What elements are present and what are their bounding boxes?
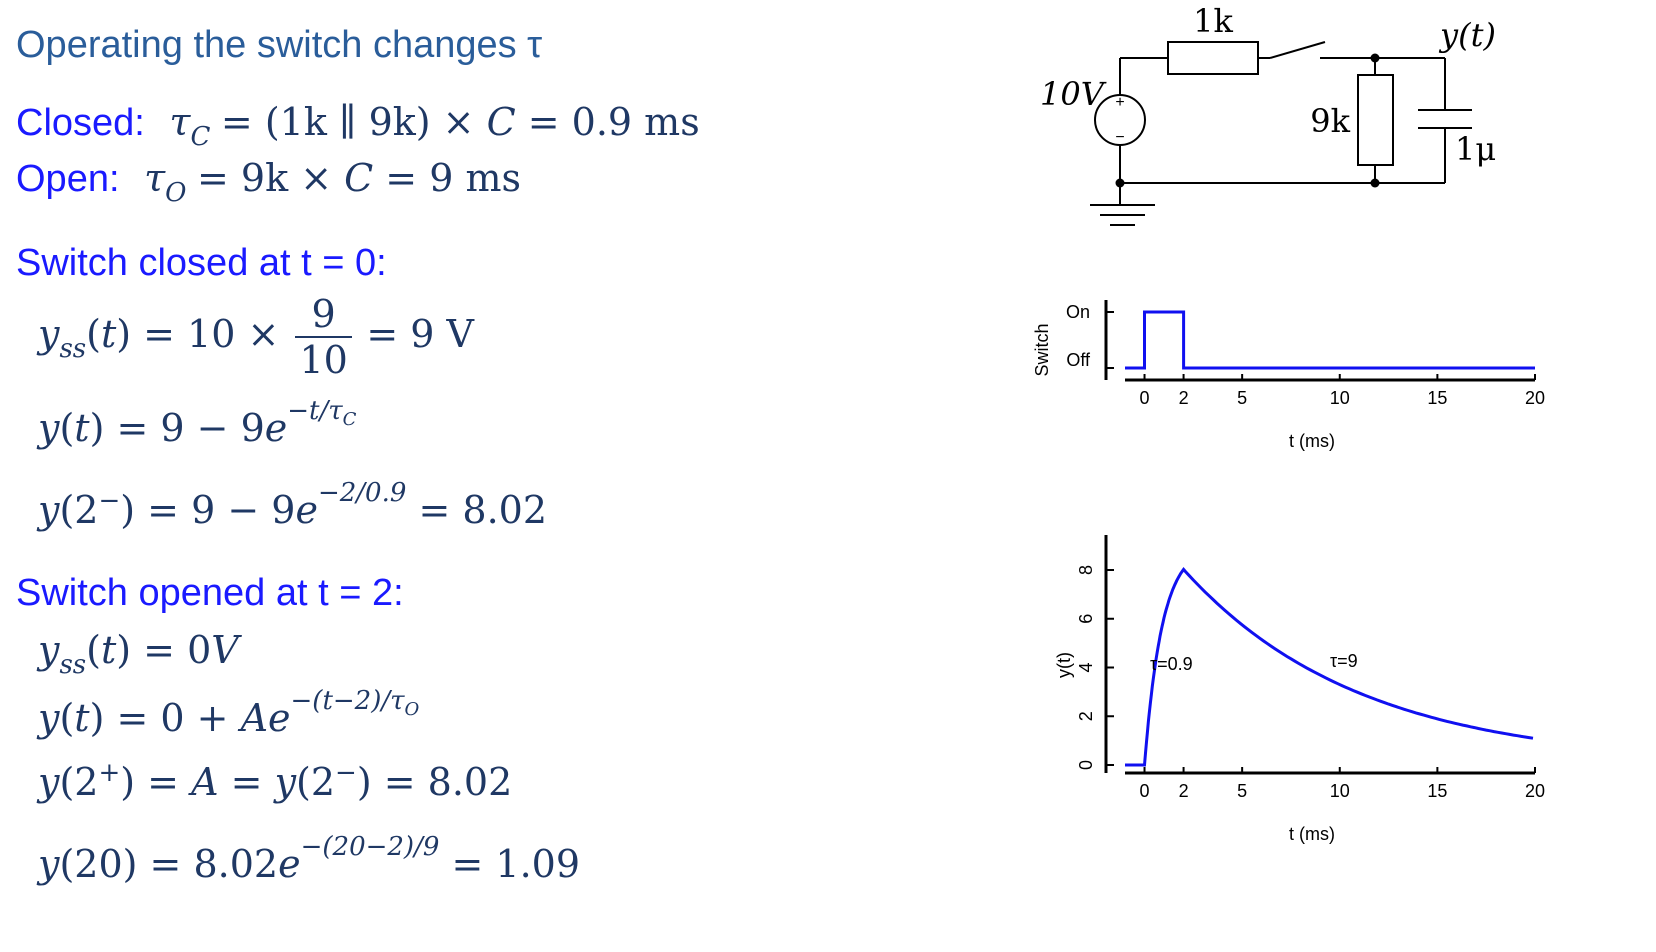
closed-tau-equation: τC = (1k ∥ 9k) × C = 0.9 ms	[169, 100, 700, 152]
response-y-tick-label: 2	[1076, 711, 1096, 721]
voltage-source	[1094, 94, 1146, 146]
y-open-equation: y(t) = 0 + Ae−(t−2)/τO	[38, 686, 420, 740]
closed-heading: Switch closed at t = 0:	[16, 242, 387, 285]
response-x-tick-label: 15	[1427, 781, 1447, 801]
resistor-1k	[1167, 41, 1259, 75]
tau-open-annotation: τ=9	[1330, 651, 1358, 671]
y-20-equation: y(20) = 8.02e−(20−2)/9 = 1.09	[38, 832, 580, 886]
switch-y-tick-label: Off	[1066, 350, 1091, 370]
tau-closed-annotation: τ=0.9	[1150, 654, 1193, 674]
open-tau-line: Open: τO = 9k × C = 9 ms	[16, 156, 522, 208]
closed-label: Closed:	[16, 102, 145, 144]
switch-series-line	[1125, 310, 1535, 370]
opened-heading-text: Switch opened at t = 2:	[16, 572, 404, 614]
response-y-tick-label: 6	[1076, 614, 1096, 624]
response-x-tick-label: 5	[1237, 781, 1247, 801]
open-label: Open:	[16, 158, 120, 200]
switch	[1269, 41, 1326, 59]
output-response-chart: 0 2 4 6 8 y(t) 0 2 5 10 15 20 t (ms) τ=0.9 τ=9	[1054, 535, 1545, 844]
switch-x-tick-label: 2	[1179, 388, 1189, 408]
response-y-label: y(t)	[1054, 652, 1074, 678]
open-tau-equation: τO = 9k × C = 9 ms	[144, 156, 522, 208]
output-label: y(t)	[1438, 16, 1496, 54]
page-title: Operating the switch changes τ	[16, 24, 542, 67]
circuit-diagram: + − 10V 1k 9k 1μ y(t)	[1040, 2, 1496, 226]
switch-x-tick-label: 0	[1140, 388, 1150, 408]
switch-y-tick-label: On	[1066, 302, 1090, 322]
switch-x-tick-label: 5	[1237, 388, 1247, 408]
closed-heading-text: Switch closed at t = 0:	[16, 242, 387, 284]
source-label: 10V	[1040, 75, 1107, 113]
resistor-1k-label: 1k	[1193, 2, 1233, 40]
switch-x-tick-label: 10	[1330, 388, 1350, 408]
resistor-9k-label: 9k	[1310, 102, 1350, 140]
y-2minus-equation: y(2−) = 9 − 9e−2/0.9 = 8.02	[38, 478, 548, 532]
resistor-9k	[1357, 74, 1394, 166]
response-y-tick-label: 0	[1076, 760, 1096, 770]
switch-x-tick-label: 20	[1525, 388, 1545, 408]
capacitor-label: 1μ	[1455, 130, 1496, 168]
source-minus: −	[1115, 129, 1124, 146]
response-x-tick-label: 10	[1330, 781, 1350, 801]
response-x-tick-label: 2	[1179, 781, 1189, 801]
response-x-label: t (ms)	[1289, 824, 1335, 844]
response-x-tick-label: 0	[1140, 781, 1150, 801]
title-text: Operating the switch changes τ	[16, 24, 543, 66]
y-2plus-equation: y(2+) = A = y(2−) = 8.02	[38, 758, 513, 804]
response-x-tick-label: 20	[1525, 781, 1545, 801]
source-plus: +	[1115, 94, 1124, 111]
closed-tau-line: Closed: τC = (1k ∥ 9k) × C = 0.9 ms	[16, 100, 700, 152]
opened-heading: Switch opened at t = 2:	[16, 572, 404, 615]
switch-y-label: Switch	[1032, 323, 1052, 376]
response-y-tick-label: 8	[1076, 565, 1096, 575]
y-closed-equation: y(t) = 9 − 9e−t/τC	[38, 396, 357, 450]
response-y-tick-label: 4	[1076, 662, 1096, 672]
response-series-line	[1125, 566, 1534, 767]
yss-open-equation: yss(t) = 0V	[38, 628, 239, 680]
switch-x-label: t (ms)	[1289, 431, 1335, 451]
switch-x-tick-label: 15	[1427, 388, 1447, 408]
